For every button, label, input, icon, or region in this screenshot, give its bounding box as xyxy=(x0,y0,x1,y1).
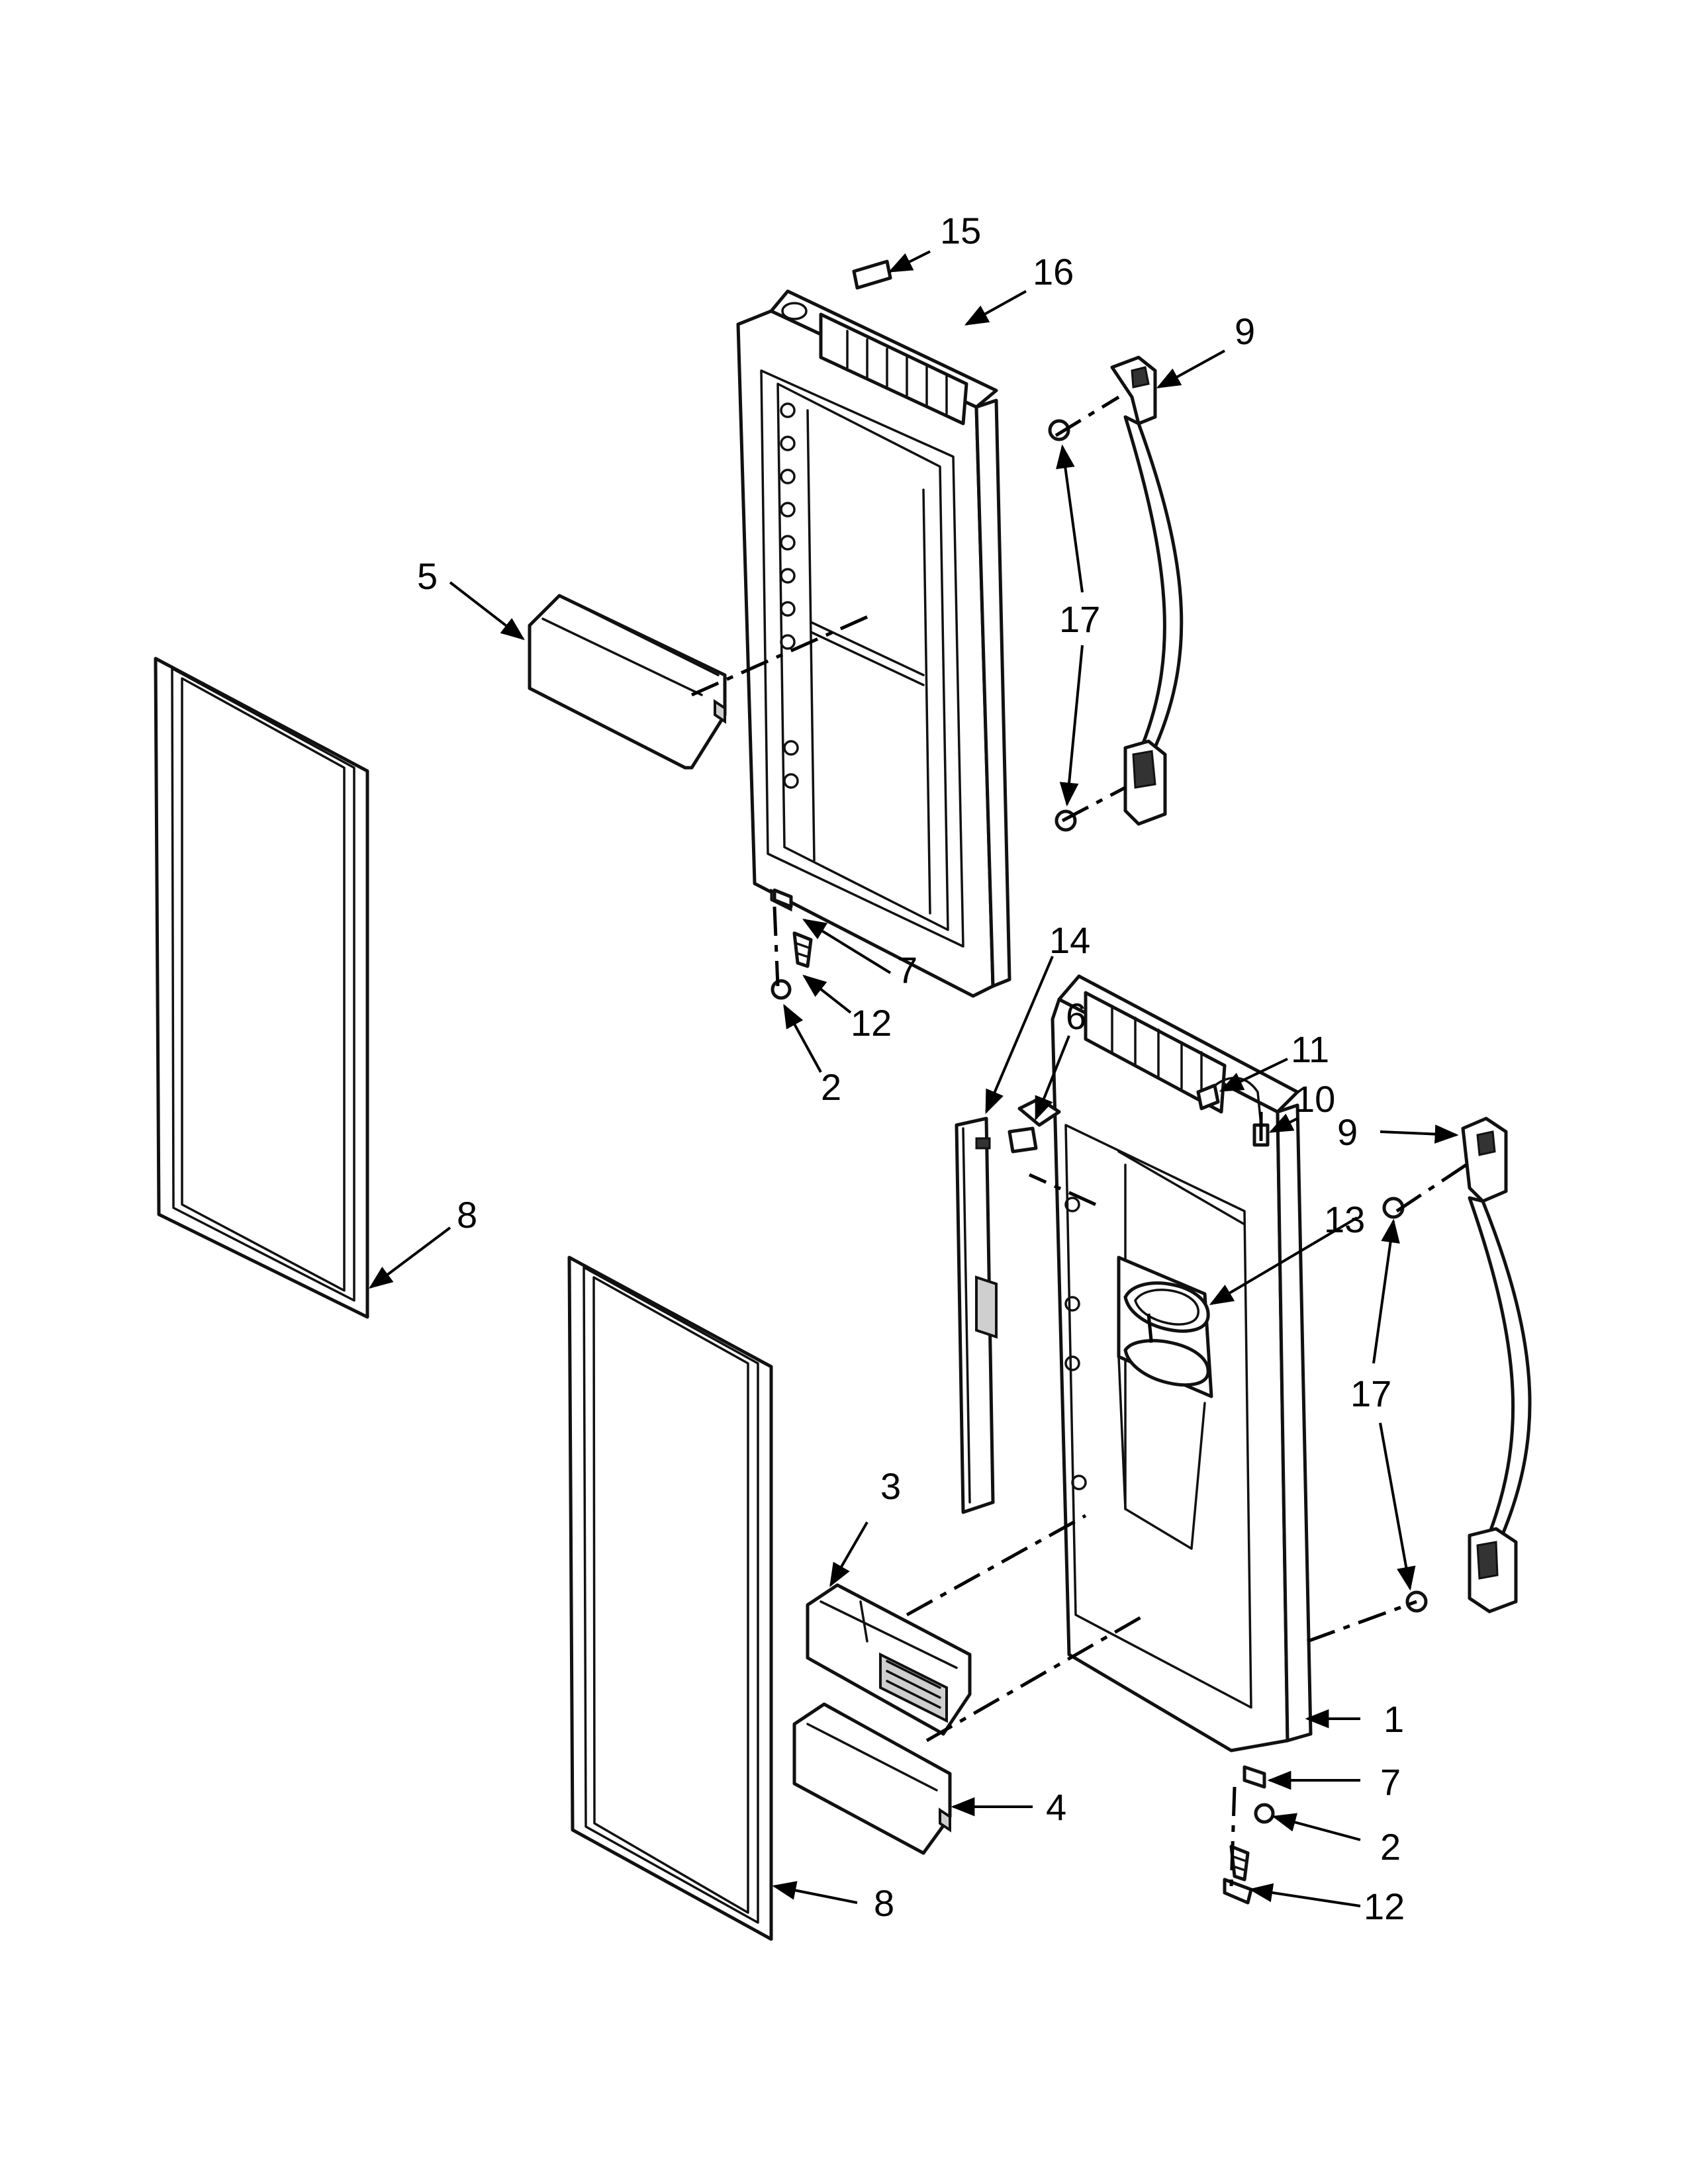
callout-17-upper: 17 xyxy=(1059,598,1100,640)
callout-12-lower: 12 xyxy=(1364,1886,1405,1927)
callout-7-lower: 7 xyxy=(1380,1761,1401,1803)
callout-8-lower: 8 xyxy=(874,1882,894,1924)
callout-2-upper: 2 xyxy=(821,1066,841,1108)
assembly-lines xyxy=(690,395,1468,1887)
callout-4: 4 xyxy=(1046,1786,1066,1828)
callout-8-upper: 8 xyxy=(457,1194,477,1236)
callout-14: 14 xyxy=(1049,919,1090,961)
callout-9-upper: 9 xyxy=(1235,310,1255,352)
door-gasket-upper xyxy=(154,657,369,1319)
callout-17-lower: 17 xyxy=(1350,1373,1391,1414)
door-gasket-lower xyxy=(567,1255,773,1941)
door-handle-lower xyxy=(1461,1116,1532,1614)
callout-7-upper: 7 xyxy=(897,949,917,991)
fastener-17-upper-top xyxy=(1048,419,1070,441)
callout-15: 15 xyxy=(940,210,981,251)
callout-6: 6 xyxy=(1066,995,1086,1037)
mullion-strip-14 xyxy=(955,1116,998,1514)
door-bin-3 xyxy=(806,1583,972,1736)
callout-1: 1 xyxy=(1383,1698,1404,1740)
callout-3: 3 xyxy=(880,1465,901,1507)
screw-6 xyxy=(1008,1126,1038,1154)
callout-16: 16 xyxy=(1033,251,1074,293)
callout-10: 10 xyxy=(1294,1078,1335,1120)
callout-arrows xyxy=(369,250,1459,1907)
door-handle-upper xyxy=(1110,355,1184,826)
upper-door-assembly xyxy=(736,289,1011,998)
shelf-dimples xyxy=(780,402,799,789)
dispenser-ring-13 xyxy=(1123,1281,1210,1387)
door-bin-5 xyxy=(528,594,727,770)
callout-5: 5 xyxy=(417,555,438,597)
callout-11: 11 xyxy=(1291,1028,1329,1070)
callout-2-lower: 2 xyxy=(1380,1826,1401,1868)
callout-9-lower: 9 xyxy=(1337,1111,1358,1153)
callout-labels: 15 16 9 5 17 7 12 2 14 6 11 10 9 13 8 17… xyxy=(417,210,1405,1927)
door-bin-4 xyxy=(792,1702,952,1855)
callout-13: 13 xyxy=(1324,1199,1365,1240)
hinge-cover-15 xyxy=(852,259,892,290)
callout-12-upper: 12 xyxy=(851,1002,892,1044)
